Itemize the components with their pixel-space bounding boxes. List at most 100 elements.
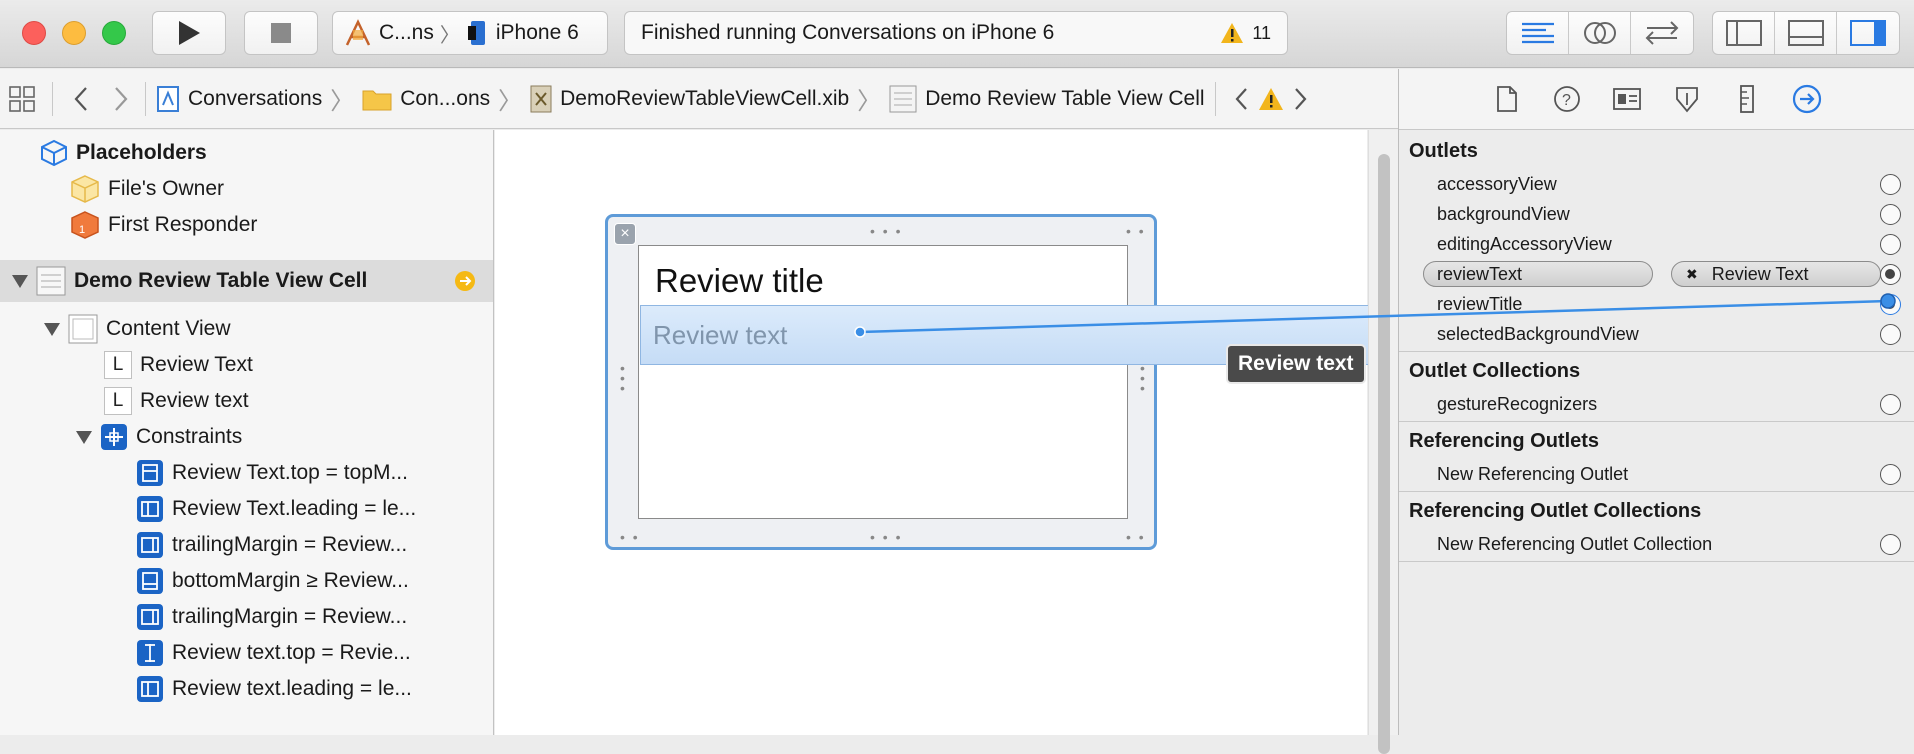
content-view-preview[interactable]: Review title bbox=[638, 245, 1128, 519]
disclosure-triangle-icon[interactable] bbox=[12, 274, 28, 288]
section-divider bbox=[1399, 561, 1914, 562]
connections-inspector-tab[interactable] bbox=[1791, 83, 1823, 115]
outline-files-owner[interactable]: File's Owner bbox=[70, 172, 224, 206]
table-view-cell-frame[interactable]: × • • • • • • • • • • • • ••• ••• Review… bbox=[605, 214, 1157, 550]
inspector-tabs: ? bbox=[1399, 69, 1914, 130]
close-window-button[interactable] bbox=[22, 21, 46, 45]
back-button[interactable] bbox=[61, 86, 101, 112]
resize-handle-bottom-left[interactable]: • • bbox=[620, 529, 640, 545]
outlet-connect-circle[interactable] bbox=[1880, 264, 1901, 285]
connected-target-pill[interactable]: ✖ Review Text bbox=[1671, 261, 1881, 287]
outlet-row[interactable]: backgroundView bbox=[1399, 199, 1914, 229]
outlet-row-connected[interactable]: reviewText ✖ Review Text bbox=[1399, 259, 1914, 289]
jumpbar-project[interactable]: Conversations bbox=[156, 85, 322, 113]
version-editor-button[interactable] bbox=[1631, 12, 1693, 54]
placeholders-label: Placeholders bbox=[76, 141, 207, 164]
outline-review-text-label[interactable]: L Review Text bbox=[104, 348, 253, 382]
outlet-row[interactable]: New Referencing Outlet bbox=[1399, 459, 1914, 489]
warnings-indicator[interactable]: 11 bbox=[1220, 22, 1271, 44]
constraint-item[interactable]: trailingMargin = Review... bbox=[136, 600, 407, 634]
resize-handle-top[interactable]: • • • bbox=[870, 223, 903, 239]
outlet-row[interactable]: gestureRecognizers bbox=[1399, 389, 1914, 419]
outlet-row[interactable]: selectedBackgroundView bbox=[1399, 319, 1914, 349]
standard-editor-button[interactable] bbox=[1507, 12, 1569, 54]
outlet-row[interactable]: reviewTitle bbox=[1399, 289, 1914, 319]
project-icon bbox=[157, 85, 179, 112]
size-inspector-tab[interactable] bbox=[1731, 83, 1763, 115]
run-button[interactable] bbox=[152, 11, 226, 55]
constraint-item[interactable]: Review text.leading = le... bbox=[136, 672, 412, 706]
zoom-window-button[interactable] bbox=[102, 21, 126, 45]
svg-text:1: 1 bbox=[79, 224, 85, 236]
outlet-row[interactable]: accessoryView bbox=[1399, 169, 1914, 199]
outline-first-responder[interactable]: 1 First Responder bbox=[70, 208, 257, 242]
jumpbar-separator: 〉 bbox=[498, 88, 523, 115]
constraint-item[interactable]: Review text.top = Revie... bbox=[136, 636, 411, 670]
toggle-debug-area-button[interactable] bbox=[1775, 12, 1837, 54]
outlet-row[interactable]: editingAccessoryView bbox=[1399, 229, 1914, 259]
outlet-connect-circle[interactable] bbox=[1880, 204, 1901, 225]
label-icon: L bbox=[104, 387, 132, 415]
attributes-inspector-tab[interactable] bbox=[1671, 83, 1703, 115]
review-text-label: Review Text bbox=[140, 353, 253, 376]
disconnect-icon[interactable]: ✖ bbox=[1686, 265, 1698, 282]
outlet-connect-circle[interactable] bbox=[1880, 464, 1901, 485]
outlet-connect-circle[interactable] bbox=[1880, 394, 1901, 415]
constraint-label: Review Text.top = topM... bbox=[172, 461, 408, 484]
outline-constraints[interactable]: Constraints bbox=[76, 420, 242, 454]
related-items-button[interactable] bbox=[0, 85, 44, 112]
constraint-item[interactable]: Review Text.top = topM... bbox=[136, 456, 408, 490]
jumpbar-object[interactable]: Demo Review Table View Cell bbox=[889, 85, 1205, 113]
outline-table-cell[interactable]: Demo Review Table View Cell bbox=[0, 260, 493, 302]
section-divider bbox=[1399, 491, 1914, 492]
previous-issue-button[interactable] bbox=[1226, 87, 1256, 111]
outline-placeholders-header[interactable]: Placeholders bbox=[40, 136, 207, 170]
resize-handle-left[interactable]: ••• bbox=[620, 360, 627, 396]
resize-handle-right[interactable]: ••• bbox=[1140, 360, 1147, 396]
ruler-icon bbox=[1739, 85, 1754, 113]
stop-icon bbox=[271, 23, 291, 43]
outline-review-text-label-2[interactable]: L Review text bbox=[104, 384, 249, 418]
constraint-item[interactable]: Review Text.leading = le... bbox=[136, 492, 416, 526]
scheme-selector[interactable]: C...ns 〉 iPhone 6 bbox=[332, 11, 608, 55]
file-inspector-tab[interactable] bbox=[1491, 83, 1523, 115]
warning-icon bbox=[1258, 87, 1283, 110]
outlet-connect-circle[interactable] bbox=[1880, 534, 1901, 555]
resize-handle-bottom[interactable]: • • • bbox=[870, 529, 903, 545]
disclosure-triangle-icon[interactable] bbox=[44, 322, 60, 336]
review-title-preview[interactable]: Review title bbox=[655, 262, 824, 299]
jumpbar-file[interactable]: DemoReviewTableViewCell.xib bbox=[530, 85, 849, 113]
jumpbar-folder[interactable]: Con...ons bbox=[362, 87, 490, 111]
jumpbar-object-label: Demo Review Table View Cell bbox=[925, 86, 1205, 110]
jumpbar-file-label: DemoReviewTableViewCell.xib bbox=[560, 86, 850, 110]
quick-help-tab[interactable]: ? bbox=[1551, 83, 1583, 115]
outlet-connect-circle[interactable] bbox=[1880, 324, 1901, 345]
next-issue-button[interactable] bbox=[1286, 87, 1316, 111]
disclosure-triangle-icon[interactable] bbox=[76, 430, 92, 444]
identity-inspector-tab[interactable] bbox=[1611, 83, 1643, 115]
arrow-circle-icon[interactable] bbox=[454, 270, 476, 292]
stop-button[interactable] bbox=[244, 11, 318, 55]
outlet-connect-circle[interactable] bbox=[1880, 234, 1901, 255]
toggle-utilities-button[interactable] bbox=[1837, 12, 1899, 54]
canvas-vertical-scrollbar[interactable] bbox=[1368, 130, 1398, 754]
resize-handle-top-right[interactable]: • • bbox=[1126, 223, 1146, 239]
assistant-editor-button[interactable] bbox=[1569, 12, 1631, 54]
resize-handle-bottom-right[interactable]: • • bbox=[1126, 529, 1146, 545]
outlet-row[interactable]: New Referencing Outlet Collection bbox=[1399, 529, 1914, 559]
outlet-connect-circle[interactable] bbox=[1880, 174, 1901, 195]
activity-status: Finished running Conversations on iPhone… bbox=[641, 21, 1055, 44]
outline-content-view[interactable]: Content View bbox=[44, 312, 231, 346]
scrollbar-thumb[interactable] bbox=[1378, 154, 1390, 754]
review-text-label-2: Review text bbox=[140, 389, 249, 412]
constraint-item[interactable]: trailingMargin = Review... bbox=[136, 528, 407, 562]
toggle-navigator-button[interactable] bbox=[1713, 12, 1775, 54]
issue-warning-button[interactable] bbox=[1256, 87, 1286, 111]
view-toggle-segmented bbox=[1712, 11, 1900, 55]
minimize-window-button[interactable] bbox=[62, 21, 86, 45]
document-outline: Placeholders File's Owner 1 First Respon… bbox=[0, 130, 494, 735]
close-scene-button[interactable]: × bbox=[614, 223, 636, 245]
outlet-connect-circle-dragging[interactable] bbox=[1880, 294, 1901, 315]
forward-button[interactable] bbox=[101, 86, 141, 112]
constraint-item[interactable]: bottomMargin ≥ Review... bbox=[136, 564, 409, 598]
